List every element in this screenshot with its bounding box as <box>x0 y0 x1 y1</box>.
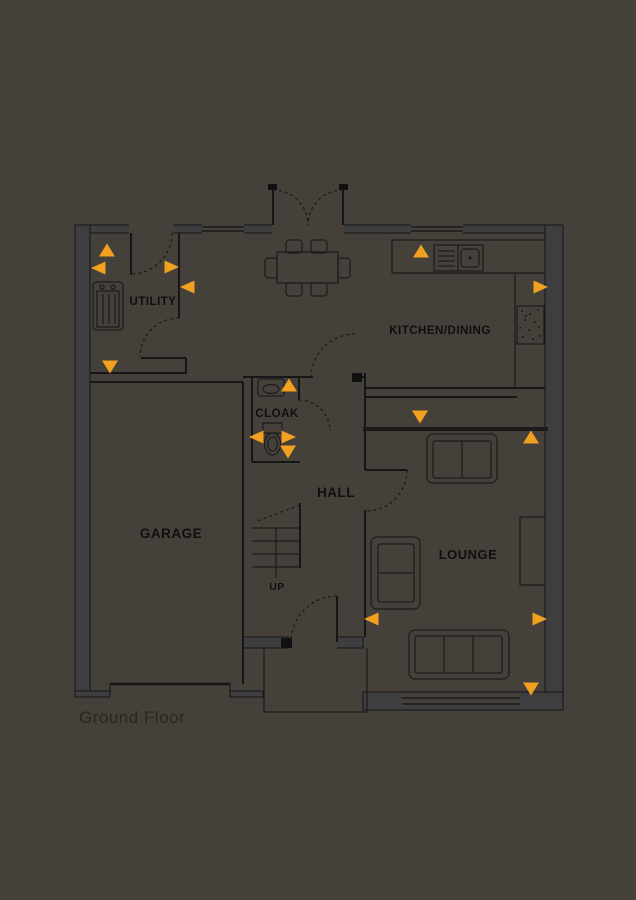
kitchen-appliance <box>516 305 545 345</box>
direction-marker-down <box>412 410 428 424</box>
toilet <box>262 422 283 456</box>
direction-marker-up <box>99 243 115 257</box>
chimney-breast <box>519 516 546 586</box>
direction-marker-left <box>364 612 379 626</box>
direction-marker-right <box>532 612 547 626</box>
dining-chair <box>285 239 303 254</box>
sofa-three-seat-bottom <box>408 629 510 680</box>
wall-garage-front-left <box>74 690 111 698</box>
floor-title: Ground Floor <box>79 708 185 727</box>
direction-marker-down <box>523 682 539 696</box>
direction-marker-up <box>413 244 429 258</box>
cloak-fittings <box>257 378 285 456</box>
garage-door <box>109 682 231 691</box>
direction-marker-up <box>281 378 297 392</box>
window-dining <box>202 224 244 234</box>
doors <box>130 184 408 643</box>
wall-garage-front-right <box>229 690 264 698</box>
cloak-basin <box>257 378 285 397</box>
room-label-cloak: CLOAK <box>255 408 299 420</box>
lounge-furniture <box>370 433 546 680</box>
room-label-lounge: LOUNGE <box>439 547 498 562</box>
direction-marker-left <box>249 430 264 444</box>
lounge-door <box>365 469 408 512</box>
direction-marker-up <box>523 430 539 444</box>
kitchen-worktop <box>391 239 546 274</box>
dining-chair <box>337 257 351 279</box>
utility-sink <box>92 281 124 331</box>
direction-marker-left <box>91 261 106 275</box>
stairs-up-label: UP <box>269 581 285 593</box>
room-label-garage: GARAGE <box>140 526 202 541</box>
kitchen-hall-door <box>310 333 356 379</box>
direction-marker-right <box>164 260 179 274</box>
dining-chair <box>264 257 278 279</box>
direction-marker-left <box>180 280 195 294</box>
direction-marker-down <box>102 360 118 374</box>
sofa-two-seat-top <box>426 433 498 484</box>
dining-set <box>264 239 351 297</box>
back-door <box>130 232 173 275</box>
window-kitchen <box>411 224 463 234</box>
kitchen-sink <box>433 244 484 272</box>
porch-outline <box>263 648 368 713</box>
direction-marker-right <box>533 280 548 294</box>
cloak-door <box>298 399 331 432</box>
dining-chair <box>285 282 303 297</box>
sofa-two-seat-left <box>370 536 421 610</box>
dining-chair <box>310 239 328 254</box>
wall-right <box>544 224 564 711</box>
room-label-kitchen-dining: KITCHEN/DINING <box>389 325 491 337</box>
window-lounge <box>402 694 520 706</box>
kitchen-fittings <box>391 239 546 388</box>
room-label-hall: HALL <box>317 485 355 500</box>
room-label-utility: UTILITY <box>130 296 177 308</box>
room-labels: UTILITY KITCHEN/DINING CLOAK HALL GARAGE… <box>130 296 498 593</box>
back-door-opening <box>129 224 173 234</box>
staircase <box>252 504 301 578</box>
front-door <box>290 595 338 643</box>
direction-marker-down <box>280 445 296 459</box>
utility-kitchen-door <box>139 317 180 358</box>
direction-marker-right <box>281 430 296 444</box>
front-door-opening <box>289 636 337 649</box>
front-door-threshold <box>281 638 292 648</box>
french-doors <box>268 184 348 226</box>
markers-layer <box>91 243 548 696</box>
stairs-direction-line <box>256 504 301 522</box>
dining-chair <box>310 282 328 297</box>
dining-table <box>276 251 339 284</box>
kitchen-door-jamb <box>352 373 362 382</box>
openings-windows <box>129 224 520 706</box>
french-door-opening <box>272 224 344 234</box>
wall-left <box>74 224 91 698</box>
